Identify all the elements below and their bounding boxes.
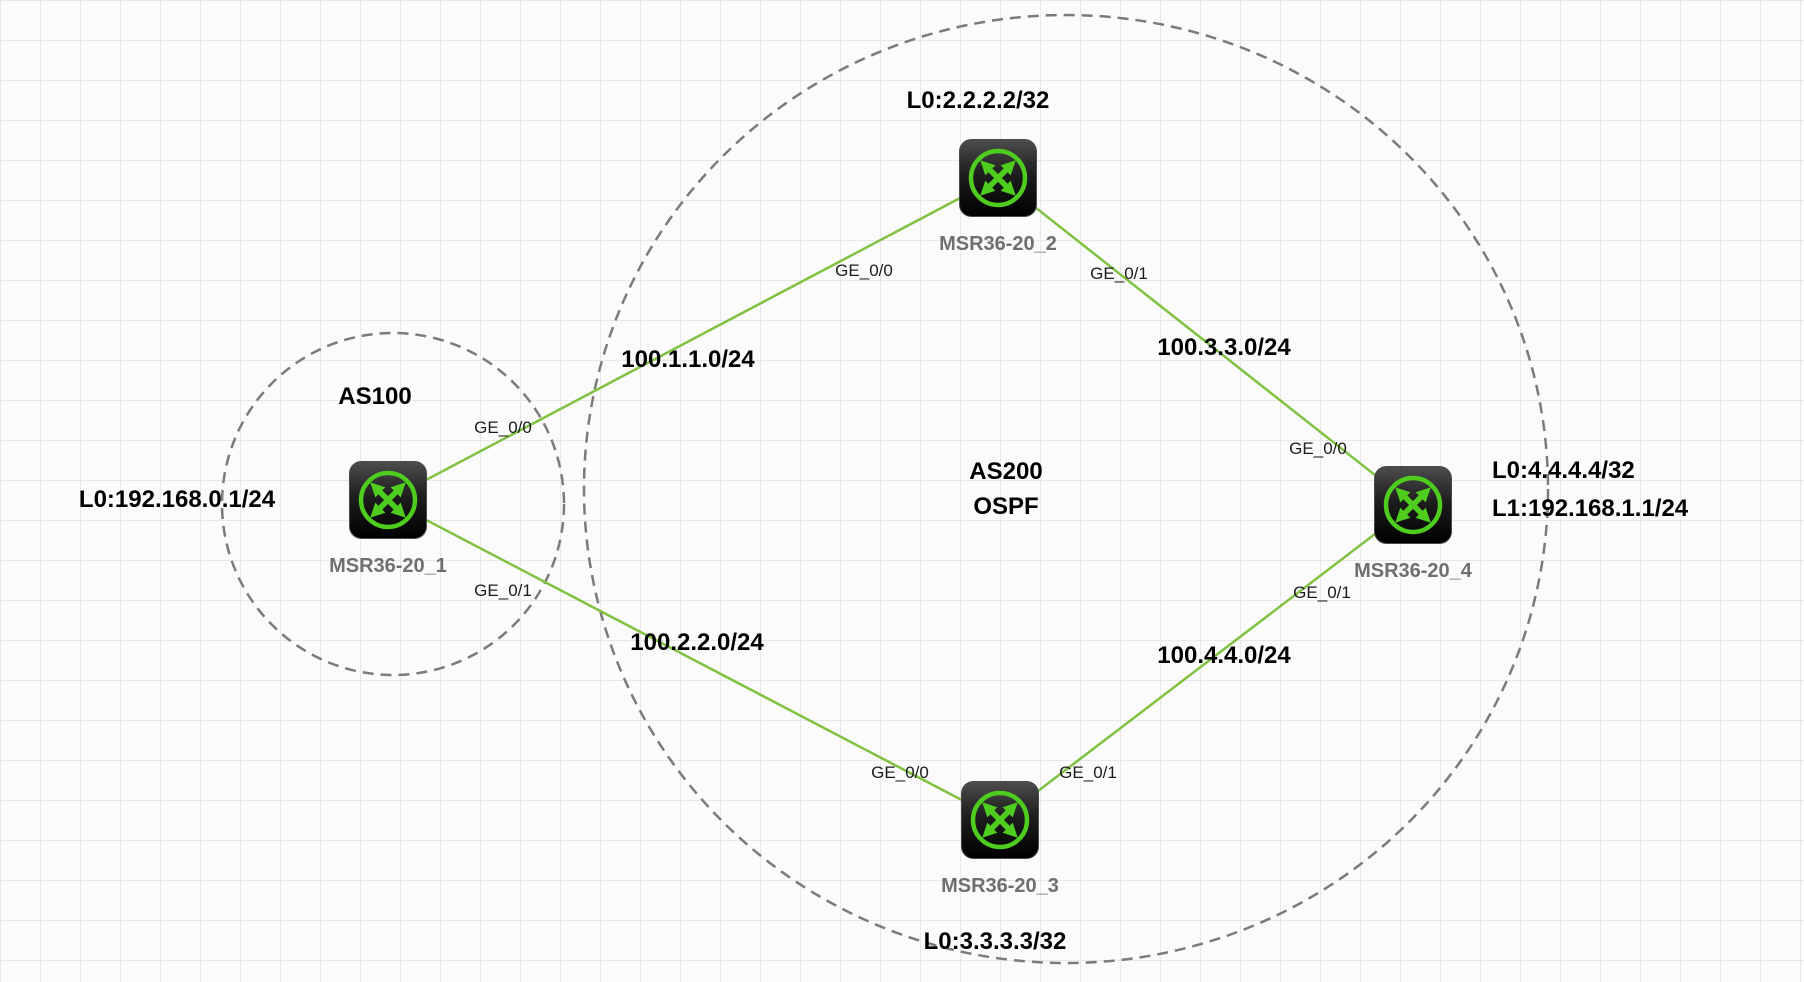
router-node-msr36-20-2[interactable]: MSR36-20_2: [939, 138, 1057, 255]
as100-boundary[interactable]: [220, 331, 566, 677]
as200-boundary[interactable]: [582, 13, 1550, 965]
as100-label[interactable]: AS100: [338, 383, 412, 410]
loopback-label-msr36-20-2[interactable]: L0:2.2.2.2/32: [906, 87, 1050, 114]
loopback-label-msr36-20-3[interactable]: L0:3.3.3.3/32: [923, 928, 1067, 955]
router-name: MSR36-20_2: [939, 233, 1057, 255]
router-icon: [349, 461, 427, 539]
link-msr36-20-1-msr36-20-3[interactable]: [387, 498, 1001, 822]
network-label-100-1-1-0[interactable]: 100.1.1.0/24: [621, 346, 755, 373]
loopback-l0-label-msr36-20-4[interactable]: L0:4.4.4.4/32: [1492, 457, 1635, 484]
interface-label-r3-ge0-0: GE_0/0: [871, 763, 929, 782]
router-name: MSR36-20_4: [1354, 560, 1472, 582]
router-icon: [961, 781, 1039, 859]
interface-label-r4-ge0-0: GE_0/0: [1289, 439, 1347, 458]
router-node-msr36-20-3[interactable]: MSR36-20_3: [941, 780, 1059, 897]
link-msr36-20-1-msr36-20-2[interactable]: [387, 176, 999, 502]
interface-label-r1-ge0-1: GE_0/1: [474, 581, 532, 600]
interface-label-r3-ge0-1: GE_0/1: [1059, 763, 1117, 782]
router-icon: [959, 139, 1037, 217]
router-node-msr36-20-4[interactable]: MSR36-20_4: [1354, 465, 1472, 582]
router-icon: [1374, 466, 1452, 544]
router-name: MSR36-20_1: [329, 555, 447, 577]
as200-protocol-label[interactable]: OSPF: [973, 493, 1039, 520]
network-label-100-4-4-0[interactable]: 100.4.4.0/24: [1157, 642, 1291, 669]
link-msr36-20-2-msr36-20-4[interactable]: [997, 177, 1414, 506]
network-label-100-3-3-0[interactable]: 100.3.3.0/24: [1157, 334, 1291, 361]
interface-label-r1-ge0-0: GE_0/0: [474, 418, 532, 437]
network-label-100-2-2-0[interactable]: 100.2.2.0/24: [630, 629, 764, 656]
loopback-l1-label-msr36-20-4[interactable]: L1:192.168.1.1/24: [1492, 495, 1689, 522]
interface-label-r4-ge0-1: GE_0/1: [1293, 583, 1351, 602]
router-name: MSR36-20_3: [941, 875, 1059, 897]
loopback-label-msr36-20-1[interactable]: L0:192.168.0.1/24: [78, 486, 276, 513]
link-msr36-20-3-msr36-20-4[interactable]: [999, 504, 1414, 821]
router-node-msr36-20-1[interactable]: MSR36-20_1: [329, 460, 447, 577]
interface-label-r2-ge0-0: GE_0/0: [835, 261, 893, 280]
as200-label[interactable]: AS200: [969, 458, 1043, 485]
interface-label-r2-ge0-1: GE_0/1: [1090, 264, 1148, 283]
